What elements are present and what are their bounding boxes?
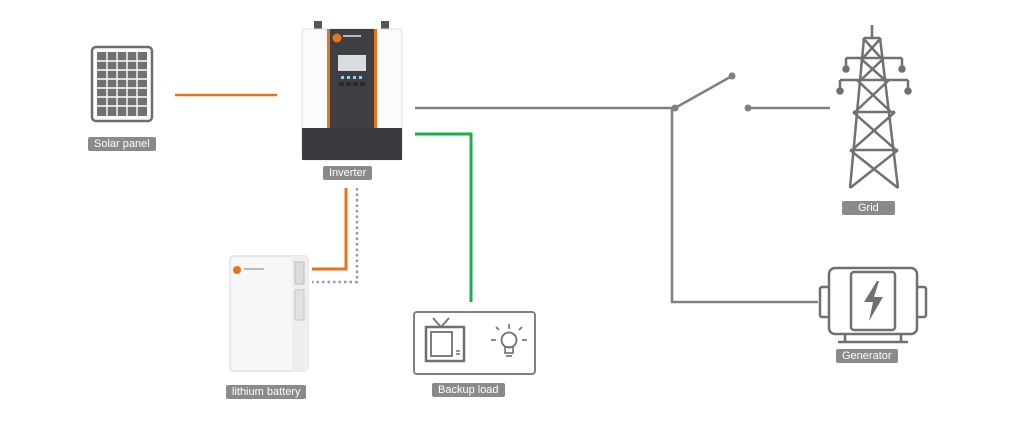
- backup-load-label: Backup load: [432, 383, 505, 397]
- generator-label: Generator: [836, 349, 898, 363]
- grid-label: Grid: [842, 201, 895, 215]
- grid-switch-blade: [674, 74, 733, 110]
- lithium-battery-label: lithium battery: [226, 385, 307, 399]
- backup-load-connection-line: [415, 132, 473, 302]
- generator-connection-line: [670, 108, 818, 304]
- switch-contact-top: [728, 72, 736, 80]
- backup-load-icon: [413, 311, 536, 375]
- battery-comm-line: [312, 188, 359, 284]
- inverter-icon: [301, 21, 403, 161]
- solar-panel-icon: [90, 45, 154, 123]
- grid-pylon-icon: [836, 25, 912, 189]
- battery-power-line: [312, 188, 348, 271]
- generator-icon: [818, 266, 928, 344]
- inverter-label: Inverter: [323, 166, 373, 180]
- lithium-battery-icon: [229, 255, 309, 372]
- solar-panel-label: Solar panel: [88, 137, 156, 151]
